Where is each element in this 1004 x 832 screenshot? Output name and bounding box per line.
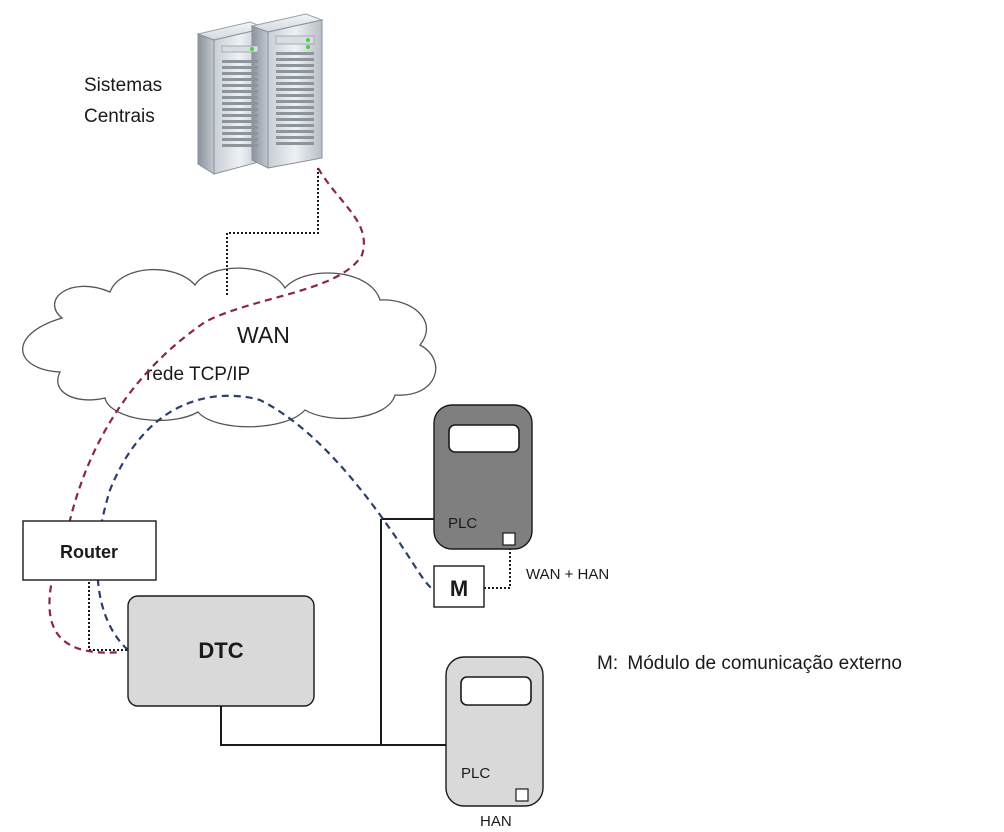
- server-cloud-link: [226, 168, 319, 296]
- han-label: HAN: [480, 813, 512, 830]
- wan-title: WAN: [237, 322, 290, 348]
- meter-top-port: [502, 532, 516, 546]
- module-meter-link: [484, 546, 511, 589]
- legend: M: Módulo de comunicação externo: [597, 653, 902, 674]
- module-box: [433, 565, 485, 608]
- meter-top-label: PLC: [448, 515, 477, 532]
- meter-bottom-display: [460, 676, 532, 706]
- meter-bottom: PLC: [445, 656, 544, 807]
- router-box: [22, 520, 157, 581]
- meter-top: PLC: [433, 404, 533, 550]
- wan-cloud: [22, 267, 437, 428]
- meter-bottom-port: [515, 788, 529, 802]
- wan-subtitle: rede TCP/IP: [146, 364, 250, 385]
- module-label: M: [450, 576, 468, 601]
- dtc-box: [127, 595, 315, 707]
- wan-han-label: WAN + HAN: [526, 566, 609, 583]
- server-icon: [196, 13, 324, 175]
- dtc-bus-link: [220, 706, 381, 746]
- meter-top-display: [448, 424, 520, 453]
- dtc-label: DTC: [198, 638, 243, 663]
- central-systems-label: Sistemas Centrais: [84, 75, 167, 127]
- meter-bottom-label: PLC: [461, 765, 490, 782]
- legend-key: M:: [597, 653, 618, 674]
- legend-text: Módulo de comunicação externo: [627, 653, 902, 674]
- router-label: Router: [60, 542, 118, 562]
- router-dtc-link: [88, 582, 128, 651]
